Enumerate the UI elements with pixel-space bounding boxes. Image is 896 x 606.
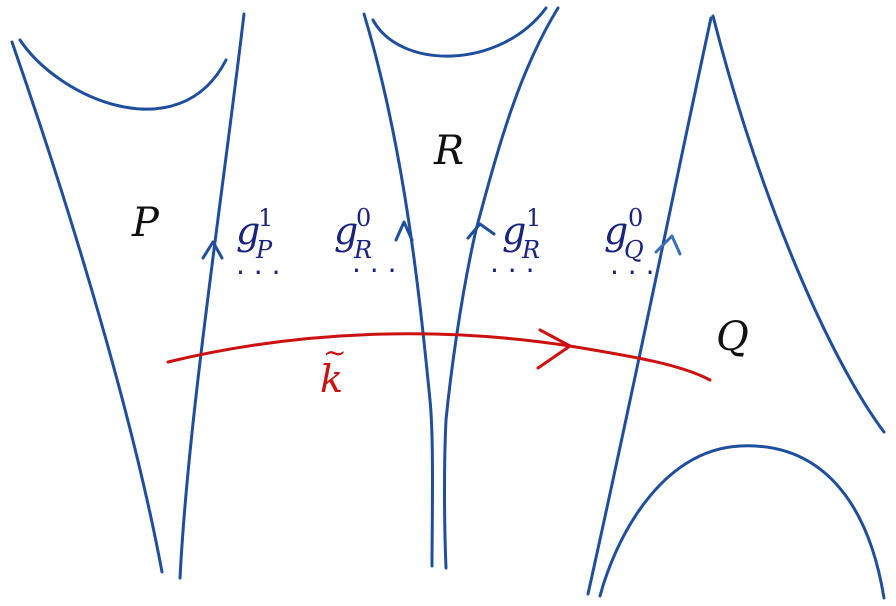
generator-g-r-1: g 1 R · · · — [490, 204, 541, 287]
region-label-r: R — [433, 128, 464, 174]
p-right-boundary — [178, 12, 246, 580]
arrow-gr0-icon — [394, 220, 414, 242]
svg-text:k: k — [320, 357, 343, 401]
path-k-curve — [166, 332, 712, 382]
arrow-gq0-icon — [654, 234, 682, 256]
svg-text:R: R — [521, 236, 540, 264]
arrow-gp1-icon — [201, 240, 224, 260]
svg-text:· · ·: · · · — [610, 256, 655, 289]
svg-text:Q: Q — [624, 236, 644, 264]
path-label-k-tilde: ~ k — [320, 336, 346, 401]
svg-text:P: P — [255, 236, 273, 264]
region-label-p: P — [131, 200, 160, 246]
svg-text:· · ·: · · · — [236, 256, 281, 289]
svg-text:1: 1 — [526, 204, 541, 232]
generator-g-q-0: g 0 Q · · · — [604, 204, 655, 289]
region-label-q: Q — [716, 314, 749, 360]
svg-text:· · ·: · · · — [352, 254, 397, 287]
r-right-boundary — [443, 6, 560, 570]
r-top-arc — [371, 6, 548, 58]
svg-text:g: g — [236, 209, 260, 253]
q-left-boundary — [586, 16, 713, 596]
generator-g-r-0: g 0 R · · · — [334, 204, 397, 287]
generator-g-p-1: g 1 P · · · — [236, 204, 281, 289]
q-right-boundary — [711, 14, 886, 434]
q-bottom-arc — [598, 444, 886, 600]
svg-text:· · ·: · · · — [490, 254, 535, 287]
p-top-arc — [18, 38, 228, 111]
arrow-gr1-icon — [466, 222, 496, 240]
svg-text:1: 1 — [258, 204, 273, 232]
svg-text:~: ~ — [323, 336, 346, 369]
svg-text:g: g — [334, 209, 358, 253]
p-left-boundary — [10, 40, 164, 574]
path-k-arrow-icon — [536, 328, 572, 370]
r-left-boundary — [362, 12, 434, 568]
svg-text:0: 0 — [356, 204, 371, 232]
svg-text:0: 0 — [628, 204, 643, 232]
svg-text:R: R — [353, 236, 372, 264]
svg-text:g: g — [604, 209, 628, 253]
svg-text:g: g — [502, 209, 526, 253]
